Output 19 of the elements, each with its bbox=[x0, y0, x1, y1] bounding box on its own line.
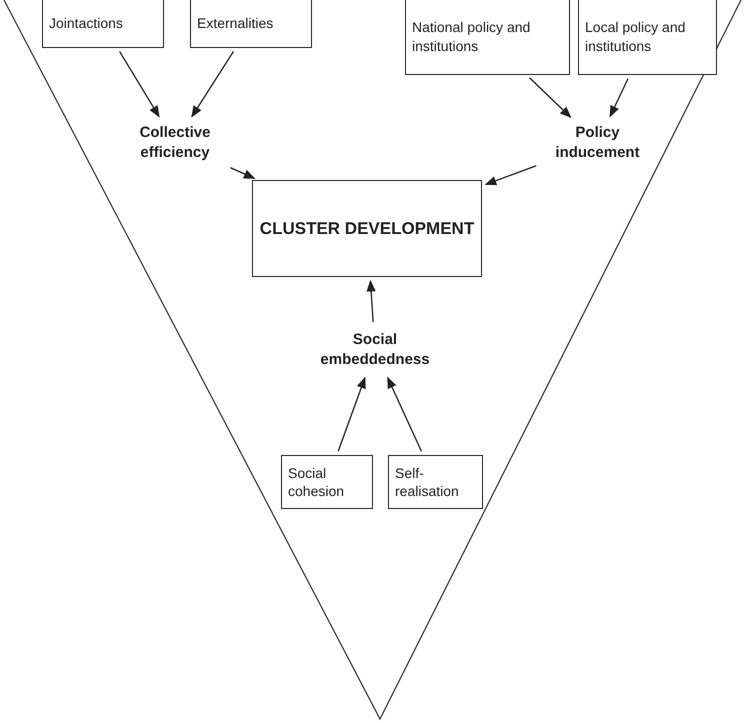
arrow bbox=[366, 280, 376, 322]
arrow bbox=[610, 78, 629, 118]
factor-box: Externalities bbox=[190, 0, 312, 48]
factor-box: National policy and institutions bbox=[405, 0, 570, 75]
arrow bbox=[230, 167, 256, 179]
factor-box: Local policy and institutions bbox=[578, 0, 717, 75]
factor-box: Social cohesion bbox=[281, 455, 373, 509]
central-box: CLUSTER DEVELOPMENT bbox=[252, 180, 482, 277]
arrow bbox=[529, 77, 572, 118]
factor-box: Jointactions bbox=[42, 0, 164, 48]
arrow bbox=[119, 51, 160, 118]
factor-box: Self-realisation bbox=[388, 455, 483, 509]
arrow bbox=[338, 376, 366, 452]
driver-label: Collective efficiency bbox=[115, 120, 235, 166]
arrow bbox=[484, 165, 536, 186]
arrow bbox=[387, 376, 422, 452]
driver-label: Social embeddedness bbox=[305, 326, 445, 374]
driver-label: Policy inducement bbox=[540, 120, 655, 166]
arrow bbox=[191, 51, 234, 118]
